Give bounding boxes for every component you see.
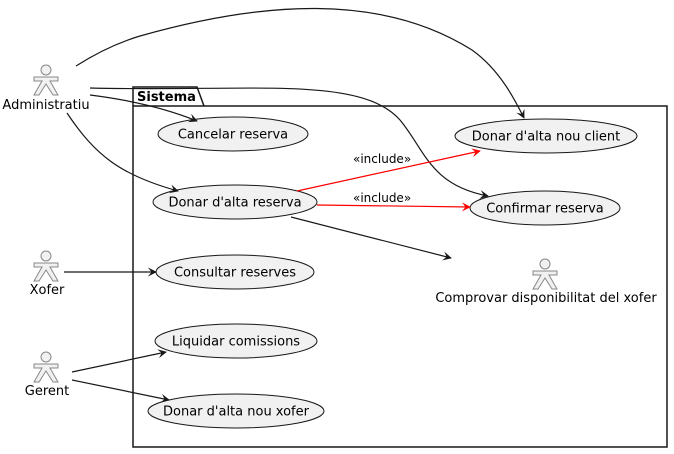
use-case-label: Liquidar comissions: [172, 335, 300, 350]
package-tab: [132, 86, 205, 107]
edge-admin-to-cancelar: [89, 94, 198, 123]
actor-label: Comprovar disponibilitat del xofer: [435, 291, 657, 306]
edge-alta-reserva-to-comprovar: [290, 216, 452, 261]
use-case-confirmar-reserva[interactable]: Confirmar reserva: [469, 190, 621, 226]
edge-admin-to-alta-client: [75, 7, 525, 119]
edge-admin-to-confirmar: [89, 87, 489, 199]
actor-label: Gerent: [25, 384, 69, 399]
use-case-consultar-reserves[interactable]: Consultar reserves: [155, 254, 315, 290]
actor-icon: [33, 351, 59, 383]
package-frame: [132, 105, 668, 448]
include-label-client: «include»: [353, 152, 411, 166]
include-label-confirmar: «include»: [353, 191, 411, 205]
include-edge-to-confirmar: [316, 202, 471, 212]
actor-gerent[interactable]: Gerent: [25, 351, 69, 399]
include-edge-to-client: [296, 148, 481, 192]
actor-label: Xofer: [30, 283, 65, 298]
package-sistema: Sistema: [132, 86, 668, 448]
edge-admin-to-alta-reserva: [66, 112, 179, 194]
actor-icon: [33, 64, 59, 96]
use-case-liquidar-comissions[interactable]: Liquidar comissions: [154, 323, 318, 359]
actor-icon: [532, 258, 558, 290]
use-case-label: Donar d'alta reserva: [168, 196, 301, 211]
use-case-label: Consultar reserves: [174, 266, 296, 281]
use-case-donar-alta-nou-client[interactable]: Donar d'alta nou client: [454, 118, 638, 154]
edge-gerent-to-alta-xofer: [71, 379, 170, 403]
actor-xofer[interactable]: Xofer: [30, 250, 65, 298]
use-case-cancelar-reserva[interactable]: Cancelar reserva: [157, 116, 309, 152]
use-case-label: Confirmar reserva: [486, 202, 604, 217]
actor-administratiu[interactable]: Administratiu: [2, 64, 90, 113]
actor-icon: [33, 250, 59, 282]
use-case-label: Cancelar reserva: [178, 128, 288, 143]
package-label: Sistema: [137, 90, 196, 105]
actor-comprovar-disponibilitat[interactable]: Comprovar disponibilitat del xofer: [435, 258, 657, 306]
edge-gerent-to-liquidar: [71, 349, 167, 373]
use-case-label: Donar d'alta nou client: [472, 130, 621, 145]
use-case-donar-alta-nou-xofer[interactable]: Donar d'alta nou xofer: [147, 393, 325, 429]
include-relations: [296, 148, 481, 212]
use-case-label: Donar d'alta nou xofer: [163, 405, 310, 420]
actor-label: Administratiu: [2, 98, 89, 113]
use-case-donar-alta-reserva[interactable]: Donar d'alta reserva: [152, 184, 318, 220]
associations: [64, 7, 525, 403]
